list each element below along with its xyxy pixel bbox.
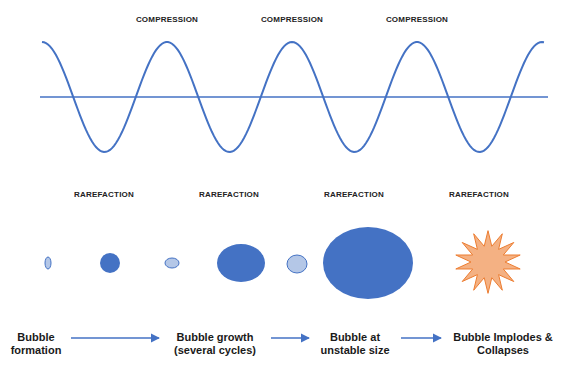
- bubble: [287, 255, 307, 273]
- rarefaction-label: RAREFACTION: [74, 190, 134, 199]
- stage-label: Bubble formation: [5, 331, 67, 357]
- bubble: [100, 253, 120, 273]
- stage-label: Bubble growth (several cycles): [163, 331, 267, 357]
- compression-label: COMPRESSION: [386, 15, 448, 24]
- rarefaction-label: RAREFACTION: [199, 190, 259, 199]
- sound-wave: [42, 42, 544, 152]
- axis-line: [40, 96, 548, 98]
- compression-label: COMPRESSION: [136, 15, 198, 24]
- stage-text: Bubble formation: [5, 331, 67, 357]
- stage-label: Bubble Implodes & Collapses: [445, 331, 561, 357]
- stage-text: Bubble at unstable size: [313, 331, 397, 357]
- bubble: [165, 258, 179, 268]
- stage-label: Bubble at unstable size: [313, 331, 397, 357]
- bubble-collapse-star: [456, 231, 520, 294]
- compression-label: COMPRESSION: [261, 15, 323, 24]
- flow-arrow: [71, 337, 159, 338]
- bubble: [323, 227, 413, 299]
- bubble: [45, 257, 51, 269]
- stage-text: Bubble Implodes & Collapses: [445, 331, 561, 357]
- rarefaction-label: RAREFACTION: [449, 190, 509, 199]
- bubble: [217, 244, 265, 282]
- stage-text: Bubble growth (several cycles): [163, 331, 267, 357]
- flow-arrow: [271, 337, 309, 338]
- flow-arrow: [401, 337, 441, 338]
- rarefaction-label: RAREFACTION: [324, 190, 384, 199]
